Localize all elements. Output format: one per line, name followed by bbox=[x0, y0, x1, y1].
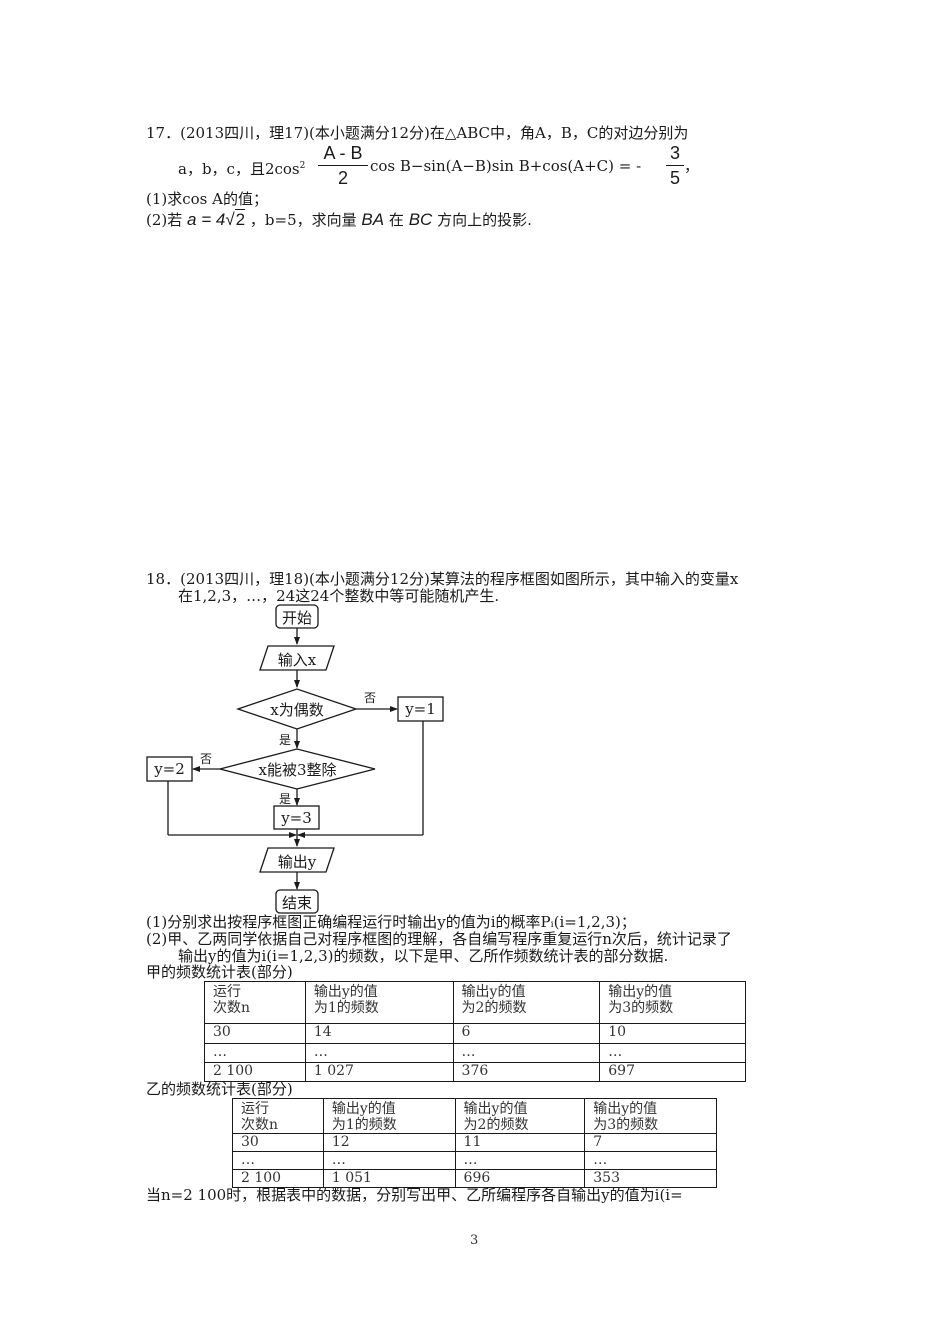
frac1-bar bbox=[318, 165, 368, 166]
frac2-denominator: 5 bbox=[669, 168, 680, 188]
end-label: 结束 bbox=[281, 894, 312, 912]
cell: 2 100 bbox=[204, 1062, 306, 1082]
yes2-label: 是 bbox=[279, 792, 292, 806]
table-row: 30 12 11 7 bbox=[232, 1133, 717, 1152]
part2-suffix: 方向上的投影. bbox=[437, 211, 532, 229]
vector-bc: BC bbox=[408, 210, 433, 229]
cell: 12 bbox=[322, 1133, 456, 1152]
table-jia: 运行次数n 输出y的值为1的频数 输出y的值为2的频数 输出y的值为3的频数 3… bbox=[204, 981, 746, 1082]
cell: … bbox=[452, 1043, 601, 1063]
start-label: 开始 bbox=[281, 609, 312, 627]
part2-prefix: (2)若 bbox=[146, 211, 183, 229]
table-row: … … … … bbox=[204, 1043, 746, 1063]
header-cell: 输出y的值为2的频数 bbox=[454, 1098, 586, 1134]
yes1-label: 是 bbox=[279, 733, 292, 747]
y2-label: y=2 bbox=[154, 760, 185, 778]
y1-box bbox=[397, 696, 444, 722]
y2-box bbox=[146, 756, 193, 782]
table-row: 2 100 1 051 696 353 bbox=[232, 1169, 717, 1188]
cell: … bbox=[232, 1151, 324, 1170]
y3-label: y=3 bbox=[281, 809, 312, 827]
q17-square-sup: 2 bbox=[299, 161, 306, 171]
table-jia-header: 运行次数n 输出y的值为1的频数 输出y的值为2的频数 输出y的值为3的频数 bbox=[204, 981, 746, 1024]
input-label: 输入x bbox=[277, 651, 317, 669]
header-cell: 输出y的值为2的频数 bbox=[452, 981, 601, 1024]
part2-in: 在 bbox=[388, 211, 404, 229]
decision-div3 bbox=[217, 748, 376, 790]
q18-line2: 在1,2,3，…，24这24个整数中等可能随机产生. bbox=[178, 587, 500, 605]
q18-part2-line1: (2)甲、乙两同学依据自己对程序框图的理解，各自编写程序重复运行n次后，统计记录… bbox=[146, 930, 732, 948]
no2-label: 否 bbox=[200, 752, 213, 766]
cell: 30 bbox=[232, 1133, 324, 1152]
end-terminal bbox=[275, 889, 319, 914]
part2-mid: ，b=5，求向量 bbox=[249, 211, 357, 229]
page-number: 3 bbox=[470, 1233, 479, 1248]
table-yi-title: 乙的频数统计表(部分) bbox=[146, 1080, 293, 1098]
part2-sqrt-2: 2 bbox=[234, 209, 246, 229]
cell: 697 bbox=[599, 1062, 746, 1082]
q17-fraction-3-over-5: 3 5 bbox=[666, 143, 684, 188]
decision2-label: x能被3整除 bbox=[258, 761, 337, 779]
input-parallelogram bbox=[259, 645, 335, 671]
cell: … bbox=[454, 1151, 586, 1170]
frac1-denominator: 2 bbox=[337, 168, 348, 188]
cell: 353 bbox=[584, 1169, 717, 1188]
table-row: 2 100 1 027 376 697 bbox=[204, 1062, 746, 1082]
cell: … bbox=[599, 1043, 746, 1063]
header-cell: 运行次数n bbox=[204, 981, 306, 1024]
table-yi: 运行次数n 输出y的值为1的频数 输出y的值为2的频数 输出y的值为3的频数 3… bbox=[232, 1098, 717, 1188]
cell: 10 bbox=[599, 1023, 746, 1044]
header-cell: 输出y的值为3的频数 bbox=[584, 1098, 717, 1134]
cell: 696 bbox=[454, 1169, 586, 1188]
table-jia-title: 甲的频数统计表(部分) bbox=[146, 963, 293, 981]
vector-ba: BA bbox=[361, 210, 385, 229]
frac2-numerator: 3 bbox=[669, 143, 680, 163]
cell: 1 027 bbox=[304, 1062, 454, 1082]
q17-fraction-a-minus-b-over-2: A - B 2 bbox=[318, 143, 368, 188]
q18-line1: 18．(2013四川，理18)(本小题满分12分)某算法的程序框图如图所示，其中… bbox=[146, 570, 739, 588]
header-cell: 输出y的值为1的频数 bbox=[304, 981, 454, 1024]
y1-label: y=1 bbox=[405, 700, 436, 718]
decision1-label: x为偶数 bbox=[270, 701, 324, 719]
cell: … bbox=[584, 1151, 717, 1170]
cell: 14 bbox=[304, 1023, 454, 1044]
cell: 376 bbox=[452, 1062, 601, 1082]
frac1-numerator: A - B bbox=[323, 143, 363, 163]
q18-part2-line2: 输出y的值为i(i=1,2,3)的频数，以下是甲、乙所作频数统计表的部分数据. bbox=[178, 947, 669, 965]
cell: 11 bbox=[454, 1133, 586, 1152]
header-cell: 运行次数n bbox=[232, 1098, 324, 1134]
cell: 2 100 bbox=[232, 1169, 324, 1188]
cell: 7 bbox=[584, 1133, 717, 1152]
no1-label: 否 bbox=[364, 691, 377, 705]
q18-last-line: 当n=2 100时，根据表中的数据，分别写出甲、乙所编程序各自输出y的值为i(i… bbox=[146, 1186, 683, 1204]
cell: … bbox=[322, 1151, 456, 1170]
cell: 30 bbox=[204, 1023, 306, 1044]
header-cell: 输出y的值为3的频数 bbox=[599, 981, 746, 1024]
part2-a-value: a = 4 bbox=[187, 210, 226, 229]
cell: 1 051 bbox=[322, 1169, 456, 1188]
cell: … bbox=[304, 1043, 454, 1063]
header-cell: 输出y的值为1的频数 bbox=[322, 1098, 456, 1134]
cell: … bbox=[204, 1043, 306, 1063]
q18-part1: (1)分别求出按程序框图正确编程运行时输出y的值为i的概率Pᵢ(i=1,2,3)… bbox=[146, 913, 636, 931]
q17-line2-mid: cos B−sin(A−B)sin B+cos(A+C) = - bbox=[370, 157, 642, 175]
q17-line1: 17．(2013四川，理17)(本小题满分12分)在△ABC中，角A，B，C的对… bbox=[146, 124, 689, 142]
q17-sides-text: a，b，c，且2cos bbox=[178, 160, 300, 178]
cell: 6 bbox=[452, 1023, 601, 1044]
q17-part1: (1)求cos A的值； bbox=[146, 190, 268, 208]
frac2-bar bbox=[666, 165, 684, 166]
table-row: … … … … bbox=[232, 1151, 717, 1170]
table-yi-header: 运行次数n 输出y的值为1的频数 输出y的值为2的频数 输出y的值为3的频数 bbox=[232, 1098, 717, 1134]
output-parallelogram bbox=[259, 847, 335, 873]
output-label: 输出y bbox=[277, 853, 317, 871]
q17-part2: (2)若 a = 4√2 ，b=5，求向量 BA 在 BC 方向上的投影. bbox=[146, 209, 532, 229]
table-row: 30 14 6 10 bbox=[204, 1023, 746, 1044]
q17-line2-suffix: ， bbox=[684, 157, 700, 175]
q17-line2-prefix: a，b，c，且2cos2 bbox=[178, 157, 305, 178]
